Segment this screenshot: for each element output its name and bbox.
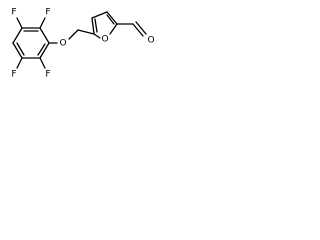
bond-f-top-left [16, 17, 23, 29]
bond-furan-c5-c4 [91, 17, 95, 35]
bond-ring-6 [12, 27, 23, 44]
fluorine-bottom-right-label: F [45, 70, 50, 80]
bond-ring-double-2 [37, 43, 46, 56]
bond-ether-o-ch2 [68, 29, 79, 40]
fluorine-top-left-label: F [11, 8, 16, 18]
bond-cho-double-2 [135, 21, 147, 35]
bond-f-top-right [39, 17, 46, 29]
bond-furan-c4-c3 [91, 11, 108, 19]
bond-ring-3 [39, 42, 50, 59]
bond-f-bottom-left [16, 57, 23, 69]
aldehyde-oxygen-label: O [147, 36, 154, 46]
bond-furan-double-2 [106, 14, 115, 25]
fluorine-top-right-label: F [45, 8, 50, 18]
bond-f-bottom-right [39, 57, 46, 69]
bond-furan-c2-o [109, 23, 118, 35]
chemical-structure: F F F F O O O [11, 8, 154, 80]
bond-furan-c3-c2 [106, 11, 118, 25]
bond-furan-o-c5 [93, 33, 101, 39]
ether-oxygen-label: O [59, 39, 66, 49]
benzene-ring [12, 27, 50, 59]
bond-ring-5 [12, 42, 23, 59]
bond-furan-double-1 [94, 18, 98, 33]
bond-ring-2 [39, 27, 50, 44]
furan-ring [91, 11, 118, 39]
bond-cho-double-1 [132, 23, 144, 37]
furan-oxygen-label: O [101, 35, 108, 45]
bond-ring-double-3 [16, 42, 25, 56]
fluorine-bottom-left-label: F [11, 70, 16, 80]
bond-ch2-furan [77, 29, 95, 35]
